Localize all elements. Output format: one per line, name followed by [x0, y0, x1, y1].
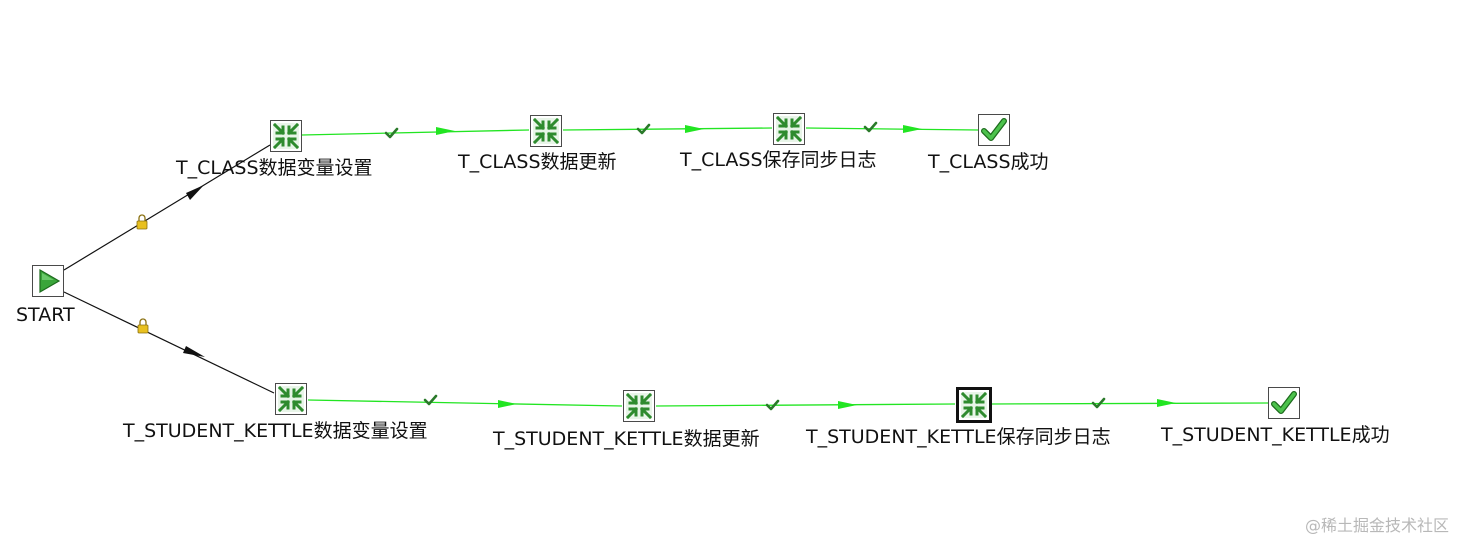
transformation-icon [625, 392, 653, 420]
job-entry-student-update[interactable] [623, 390, 655, 422]
label-class-update: T_CLASS数据更新 [458, 151, 617, 173]
lock-icon [137, 318, 149, 334]
hop-class-var-to-class-update[interactable] [301, 127, 530, 139]
job-entry-student-var[interactable] [275, 383, 307, 415]
job-entry-class-var[interactable] [270, 120, 302, 152]
check-icon [636, 123, 651, 135]
transformation-icon [277, 385, 305, 413]
label-start: START [16, 304, 75, 326]
check-icon [765, 399, 780, 411]
lock-icon [136, 214, 148, 230]
transformation-icon [272, 122, 300, 150]
transformation-icon [960, 391, 988, 419]
job-entry-student-success[interactable] [1268, 387, 1300, 419]
check-icon [1091, 397, 1106, 409]
hop-class-update-to-class-log[interactable] [562, 123, 773, 135]
job-entry-start[interactable] [32, 265, 64, 297]
transformation-icon [775, 115, 803, 143]
hop-student-log-to-student-success[interactable] [990, 397, 1269, 409]
label-class-var: T_CLASS数据变量设置 [176, 157, 373, 179]
job-entry-class-success[interactable] [978, 114, 1010, 146]
hop-class-log-to-class-success[interactable] [805, 121, 979, 133]
check-icon [423, 394, 438, 406]
check-icon [863, 121, 878, 133]
job-entry-student-log[interactable] [956, 387, 992, 423]
check-icon [384, 127, 399, 139]
label-class-success: T_CLASS成功 [928, 151, 1049, 173]
success-check-icon [980, 116, 1008, 144]
hop-start-to-student-var[interactable] [63, 291, 275, 394]
watermark: @稀土掘金技术社区 [1304, 516, 1449, 535]
success-check-icon [1270, 389, 1298, 417]
transformation-icon [532, 117, 560, 145]
start-play-icon [34, 267, 62, 295]
hop-student-var-to-student-update[interactable] [307, 394, 623, 408]
job-entry-class-update[interactable] [530, 115, 562, 147]
label-student-success: T_STUDENT_KETTLE成功 [1161, 424, 1390, 446]
label-student-var: T_STUDENT_KETTLE数据变量设置 [123, 420, 428, 442]
label-student-update: T_STUDENT_KETTLE数据更新 [493, 428, 760, 450]
label-student-log: T_STUDENT_KETTLE保存同步日志 [806, 426, 1111, 448]
label-class-log: T_CLASS保存同步日志 [680, 149, 877, 171]
hop-start-to-class-var[interactable] [63, 144, 271, 271]
job-entry-class-log[interactable] [773, 113, 805, 145]
hop-student-update-to-student-log[interactable] [655, 399, 956, 411]
